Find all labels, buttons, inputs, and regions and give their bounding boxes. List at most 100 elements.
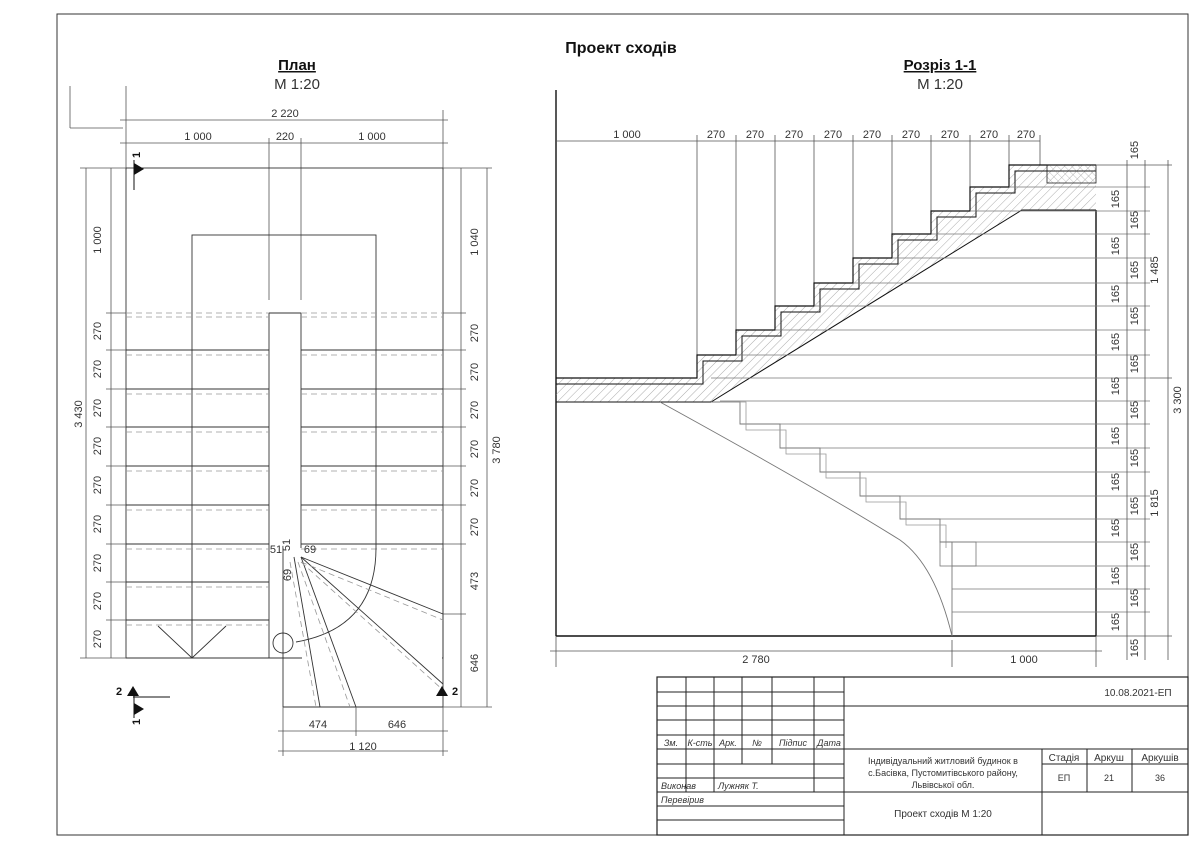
tb-sheet-title: Проект сходів М 1:20 xyxy=(894,809,992,820)
plan-dim-overall-width: 2 220 xyxy=(271,108,299,120)
section-rise: 165 xyxy=(1110,427,1122,445)
plan-dim-bottom-right: 646 xyxy=(388,719,406,731)
section-mark-2: 2 xyxy=(116,686,170,698)
plan-dim-step: 270 xyxy=(92,476,104,494)
plan-scale: М 1:20 xyxy=(274,76,320,93)
section-rise: 165 xyxy=(1129,589,1141,607)
tb-col-header: Арк. xyxy=(718,738,737,748)
svg-text:2: 2 xyxy=(116,686,122,698)
section-rise: 165 xyxy=(1110,237,1122,255)
plan-winder xyxy=(272,547,444,708)
plan-dim-right: 1 040 xyxy=(469,228,481,256)
tb-sheets-header: Аркушів xyxy=(1141,753,1178,764)
section-rise: 165 xyxy=(1129,543,1141,561)
section-view: Розріз 1-1 М 1:20 1 000 270 270 270 270 … xyxy=(550,57,1184,667)
tb-sheet-value: 21 xyxy=(1104,773,1114,783)
section-group-upper: 1 485 xyxy=(1149,256,1161,284)
section-rise: 165 xyxy=(1129,261,1141,279)
section-rise: 165 xyxy=(1110,613,1122,631)
plan-dim-right-width: 1 000 xyxy=(358,131,386,143)
section-dim-top: 270 xyxy=(1017,129,1035,141)
sheet-frame xyxy=(56,13,1189,836)
plan-dim-right: 646 xyxy=(469,654,481,672)
plan-nosing-lines xyxy=(126,312,443,626)
tb-project-line: Індивідуальний житловий будинок в xyxy=(868,756,1018,766)
section-dim-top: 270 xyxy=(941,129,959,141)
section-dim-bottom-right: 1 000 xyxy=(1010,654,1038,666)
tb-col-header: Підпис xyxy=(779,738,807,748)
section-rise: 165 xyxy=(1110,519,1122,537)
svg-text:2: 2 xyxy=(452,686,458,698)
section-heading: Розріз 1-1 xyxy=(904,57,977,74)
section-dim-top: 270 xyxy=(707,129,725,141)
plan-view: План М 1:20 2 220 1 000 220 1 000 xyxy=(69,57,503,756)
plan-dim-step: 270 xyxy=(92,322,104,340)
plan-walk-arrow xyxy=(157,625,227,659)
plan-dim-right: 270 xyxy=(469,324,481,342)
section-dim-top: 270 xyxy=(902,129,920,141)
section-rise: 165 xyxy=(1129,639,1141,657)
plan-dim-step: 270 xyxy=(92,630,104,648)
section-rise: 165 xyxy=(1110,473,1122,491)
section-scale: М 1:20 xyxy=(917,76,963,93)
winder-label-3: 69 xyxy=(304,544,316,556)
plan-dim-right: 270 xyxy=(469,401,481,419)
title-block: 10.08.2021-ЕП Зм. К-сть Арк. № Підпис Да… xyxy=(656,676,1189,836)
plan-dim-overall-length: 3 430 xyxy=(73,400,85,428)
section-dim-top: 270 xyxy=(785,129,803,141)
plan-dim-step: 270 xyxy=(92,554,104,572)
svg-text:1: 1 xyxy=(131,152,143,158)
section-dim-top: 270 xyxy=(824,129,842,141)
section-rise: 165 xyxy=(1129,355,1141,373)
plan-dim-middle-width: 220 xyxy=(276,131,294,143)
plan-dim-step: 270 xyxy=(92,399,104,417)
section-rise: 165 xyxy=(1129,401,1141,419)
tb-name-executed: Лужняк Т. xyxy=(717,781,759,791)
tb-role-executed: Виконав xyxy=(661,781,696,791)
section-group-lower: 1 815 xyxy=(1149,489,1161,517)
section-rise: 165 xyxy=(1110,333,1122,351)
section-rise: 165 xyxy=(1110,285,1122,303)
lower-flight-outline xyxy=(711,401,953,636)
plan-dim-step: 270 xyxy=(92,437,104,455)
section-level-lines xyxy=(711,186,1150,613)
section-group-total: 3 300 xyxy=(1172,386,1184,414)
plan-dim-right: 270 xyxy=(469,479,481,497)
section-mark-2-right: 2 xyxy=(436,686,458,698)
section-rise: 165 xyxy=(1129,449,1141,467)
section-rise: 165 xyxy=(1129,211,1141,229)
section-rise: 165 xyxy=(1129,307,1141,325)
document-code: 10.08.2021-ЕП xyxy=(1104,688,1171,699)
tb-stage-value: ЕП xyxy=(1058,773,1070,783)
svg-text:1: 1 xyxy=(131,719,143,725)
plan-treads xyxy=(126,349,443,621)
winder-label-1: 51 xyxy=(270,544,282,556)
section-rise: 165 xyxy=(1110,190,1122,208)
plan-dim-right: 473 xyxy=(469,572,481,590)
section-dim-top: 270 xyxy=(863,129,881,141)
section-dim-top: 270 xyxy=(746,129,764,141)
plan-dim-right: 270 xyxy=(469,518,481,536)
section-rise: 165 xyxy=(1129,141,1141,159)
tb-project-line: Львівської обл. xyxy=(912,780,975,790)
section-rise: 165 xyxy=(1110,377,1122,395)
tb-sheet-header: Аркуш xyxy=(1094,753,1124,764)
winder-label-4: 69 xyxy=(282,569,294,581)
winder-label-2: 51 xyxy=(281,539,293,551)
section-rise: 165 xyxy=(1129,497,1141,515)
plan-dim-overall-right: 3 780 xyxy=(491,436,503,464)
section-mark-1: 1 xyxy=(131,152,144,190)
plan-dim-right: 270 xyxy=(469,440,481,458)
section-rise: 165 xyxy=(1110,567,1122,585)
plan-dim-right: 270 xyxy=(469,363,481,381)
plan-dim-step: 270 xyxy=(92,515,104,533)
plan-heading: План xyxy=(278,57,316,74)
plan-dim-landing: 1 000 xyxy=(92,226,104,254)
plan-dim-left-width: 1 000 xyxy=(184,131,212,143)
drawing-title: Проект сходів xyxy=(565,40,677,57)
tb-sheets-value: 36 xyxy=(1155,773,1165,783)
tb-col-header: Зм. xyxy=(664,738,678,748)
section-dim-top: 270 xyxy=(980,129,998,141)
tb-project-line: с.Басівка, Пустомитівського району, xyxy=(868,768,1018,778)
